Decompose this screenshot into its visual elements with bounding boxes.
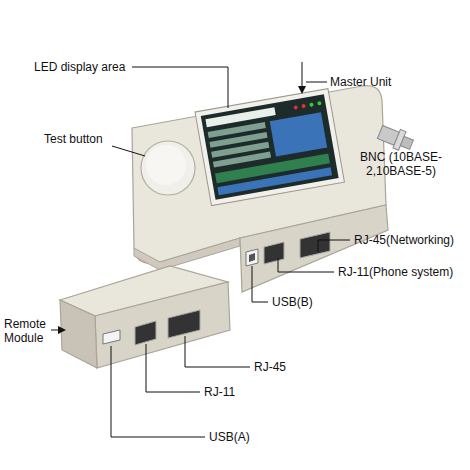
callout-label: Remote Module [4, 317, 50, 345]
callout-label: BNC (10BASE-2,10BASE-5) [336, 150, 466, 178]
callout-label: Master Unit [330, 75, 391, 89]
callout-label: USB(A) [209, 430, 250, 444]
callout-label: RJ-11(Phone system) [338, 265, 453, 279]
callout-label: LED display area [34, 60, 125, 74]
callout-label: RJ-45 [254, 360, 286, 374]
callout-label: RJ-11 [204, 385, 235, 399]
callout-label: USB(B) [272, 295, 313, 309]
callout-label: RJ-45(Networking) [354, 233, 454, 247]
callout-label: Test button [44, 132, 103, 146]
